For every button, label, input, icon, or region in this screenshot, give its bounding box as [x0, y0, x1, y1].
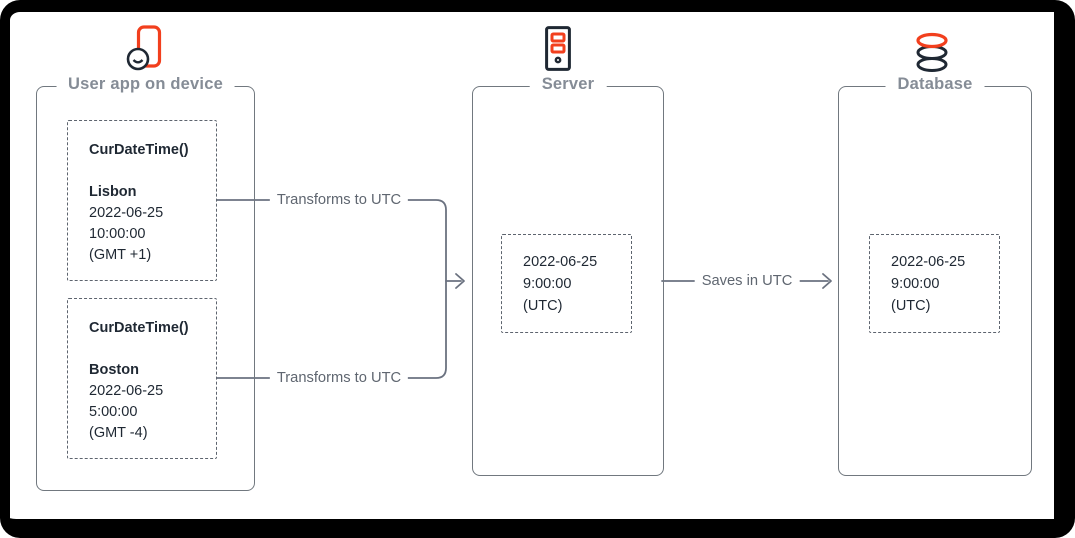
database-icon — [916, 32, 948, 72]
gmt-offset: (GMT +1) — [89, 247, 152, 263]
curdatetime-lisbon-box: CurDateTime() Lisbon 2022-06-25 10:00:00… — [67, 120, 217, 281]
server-utc-value-box: 2022-06-25 9:00:00 (UTC) — [501, 234, 632, 333]
city-label: Boston — [89, 362, 139, 378]
gmt-offset: (GMT -4) — [89, 425, 148, 441]
node-title-server: Server — [529, 75, 607, 94]
node-title-database: Database — [885, 75, 985, 94]
date-value: 2022-06-25 — [523, 254, 598, 270]
function-name: CurDateTime() — [89, 320, 189, 336]
time-value: 5:00:00 — [89, 404, 138, 420]
function-name: CurDateTime() — [89, 142, 189, 158]
node-title-user-app: User app on device — [56, 75, 235, 94]
time-value: 9:00:00 — [523, 276, 572, 292]
arrow-to-server-head — [455, 273, 465, 289]
date-value: 2022-06-25 — [89, 205, 164, 221]
edge-label-transforms-bottom: Transforms to UTC — [269, 370, 409, 386]
timezone-label: (UTC) — [523, 298, 563, 314]
node-server: Server 2022-06-25 9:00:00 (UTC) — [472, 75, 664, 476]
node-database: Database 2022-06-25 9:00:00 (UTC) — [838, 75, 1032, 476]
city-label: Lisbon — [89, 184, 137, 200]
edge-label-saves-in-utc: Saves in UTC — [694, 273, 800, 289]
server-icon — [545, 26, 571, 71]
arrow-to-database-head — [822, 273, 832, 289]
date-value: 2022-06-25 — [891, 254, 966, 270]
edge-label-transforms-top: Transforms to UTC — [269, 192, 409, 208]
node-user-app: User app on device CurDateTime() Lisbon … — [36, 75, 255, 491]
curdatetime-boston-box: CurDateTime() Boston 2022-06-25 5:00:00 … — [67, 298, 217, 459]
timezone-label: (UTC) — [891, 298, 931, 314]
time-value: 9:00:00 — [891, 276, 940, 292]
date-value: 2022-06-25 — [89, 383, 164, 399]
time-value: 10:00:00 — [89, 226, 146, 242]
database-utc-value-box: 2022-06-25 9:00:00 (UTC) — [869, 234, 1000, 333]
phone-user-icon — [126, 25, 162, 71]
